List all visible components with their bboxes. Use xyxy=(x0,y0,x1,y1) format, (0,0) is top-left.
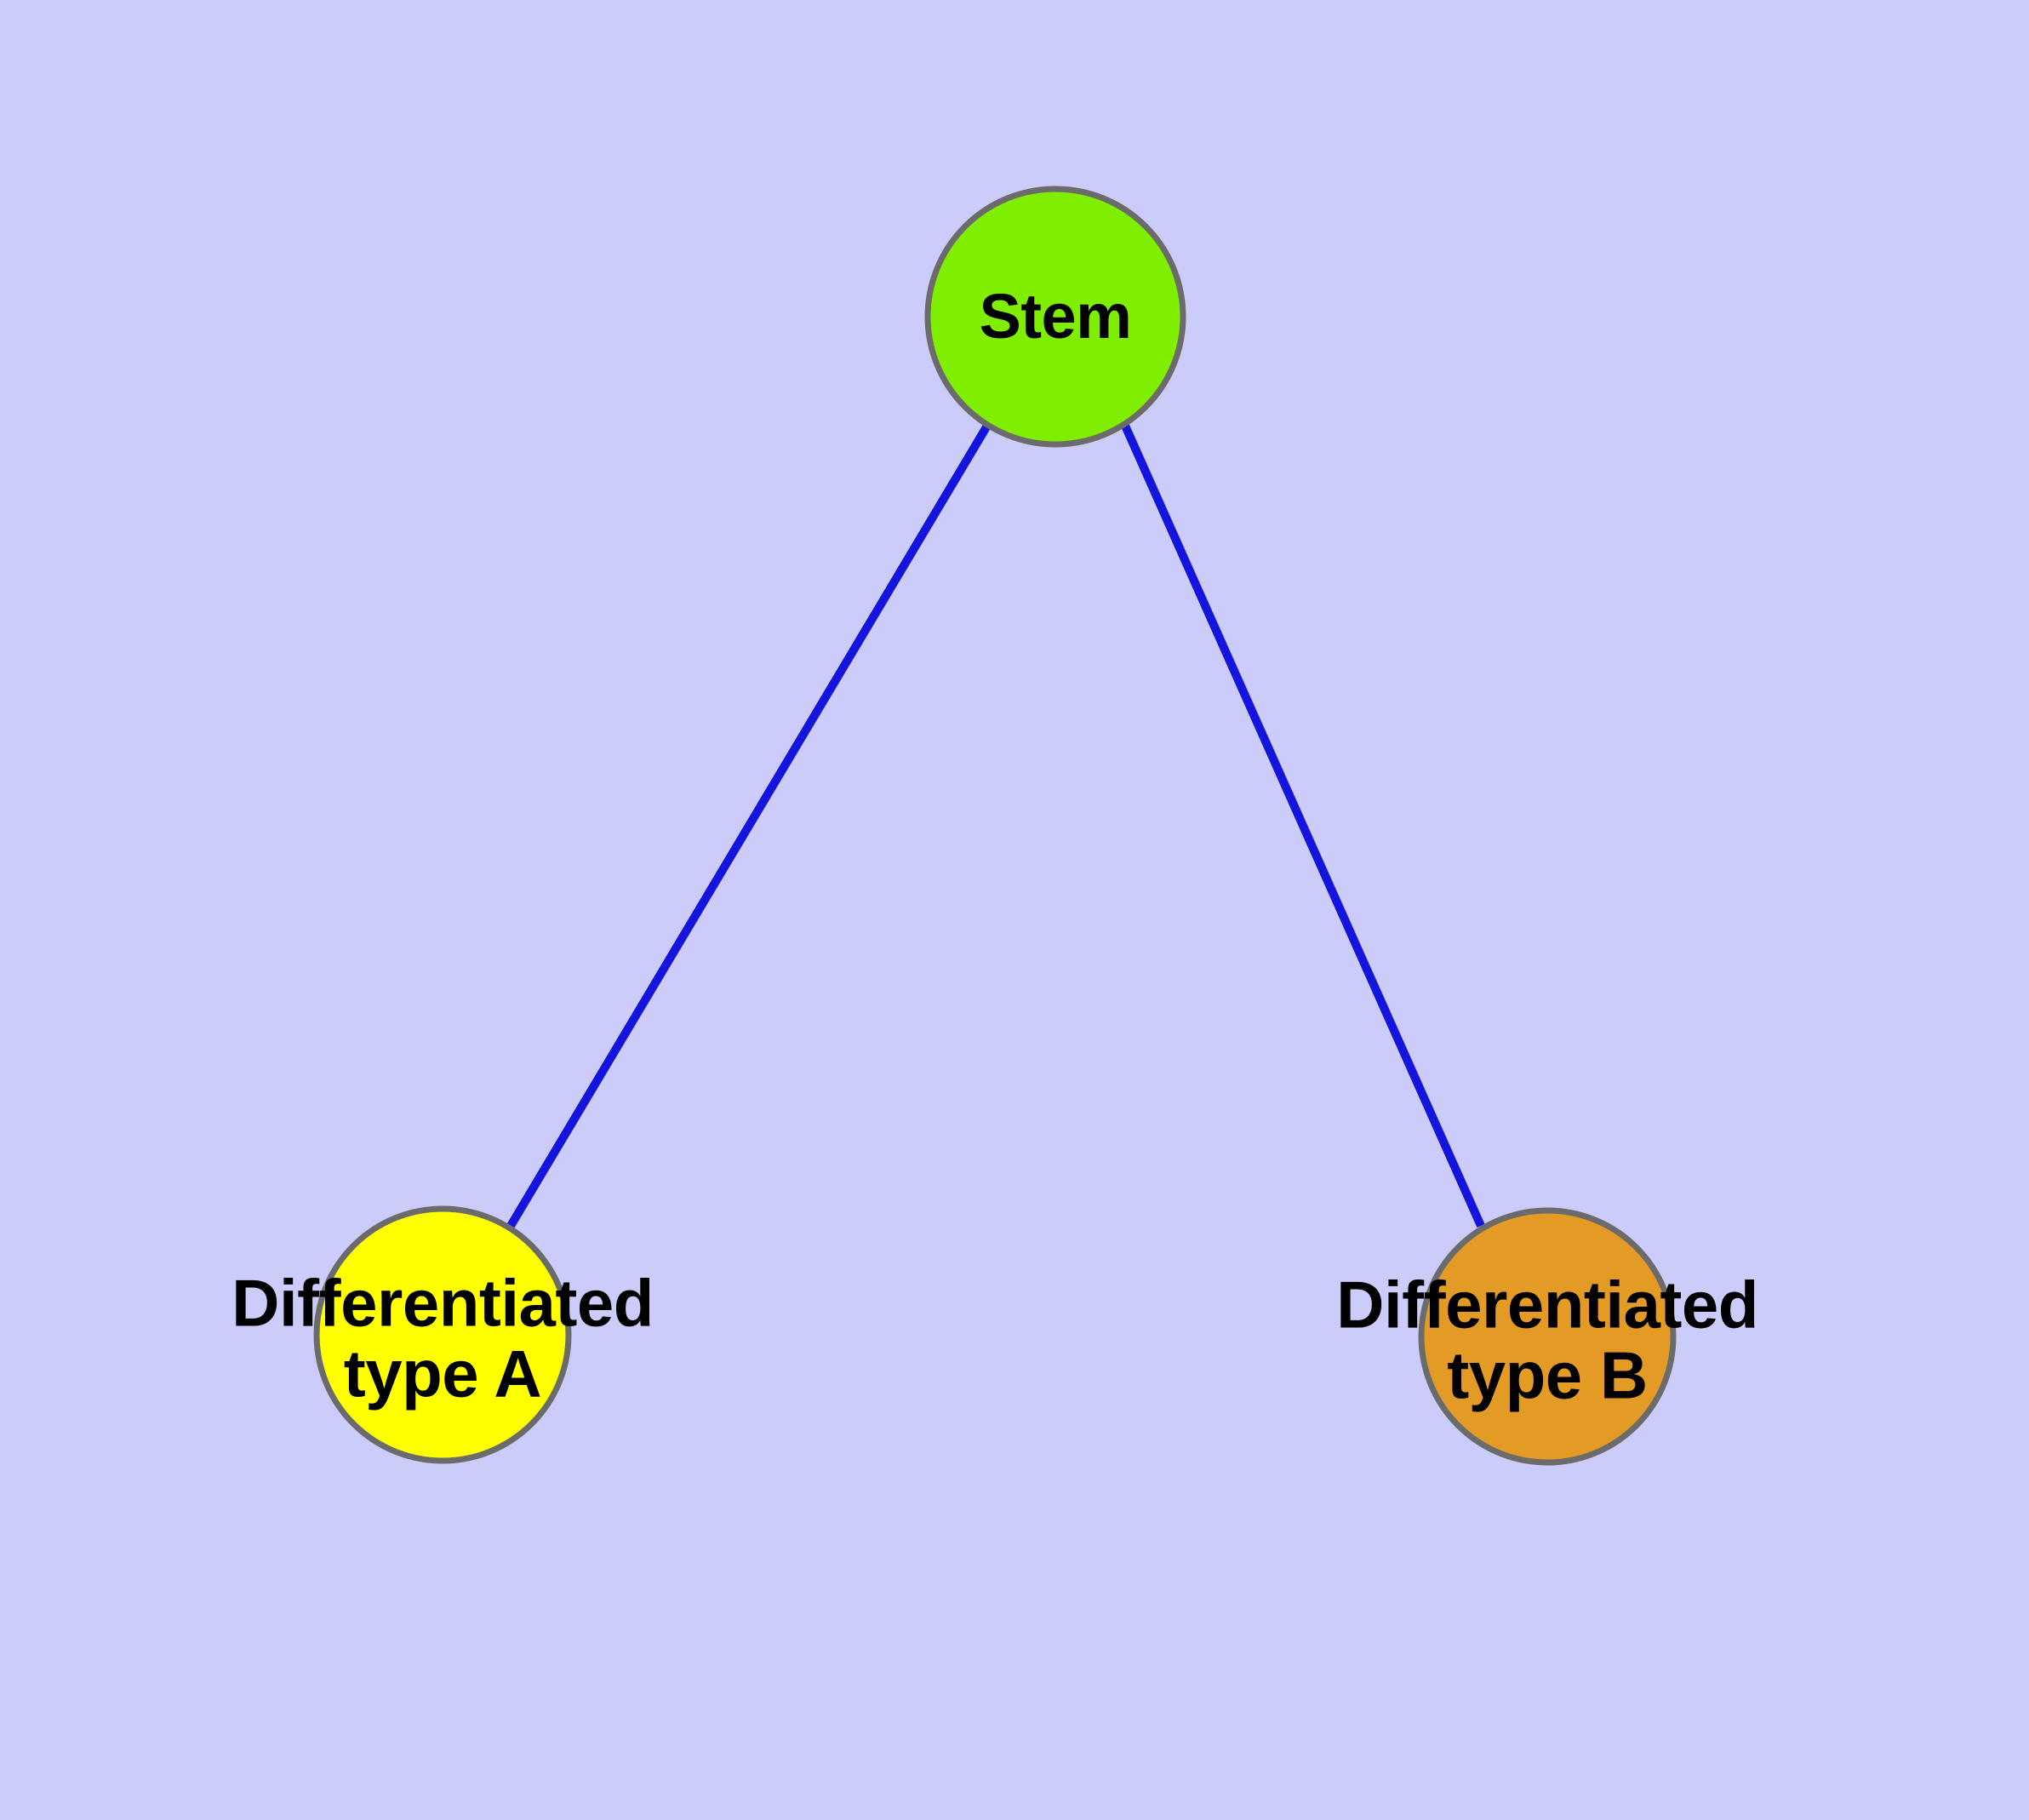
node-diff-b[interactable] xyxy=(1418,1207,1677,1466)
edge-stem-to-diff-a[interactable] xyxy=(506,423,992,1228)
edge-layer xyxy=(506,423,1485,1228)
edge-stem-to-diff-b[interactable] xyxy=(1121,423,1485,1228)
node-stem[interactable] xyxy=(924,186,1186,448)
node-layer xyxy=(313,186,1677,1466)
node-diff-a[interactable] xyxy=(313,1205,572,1464)
